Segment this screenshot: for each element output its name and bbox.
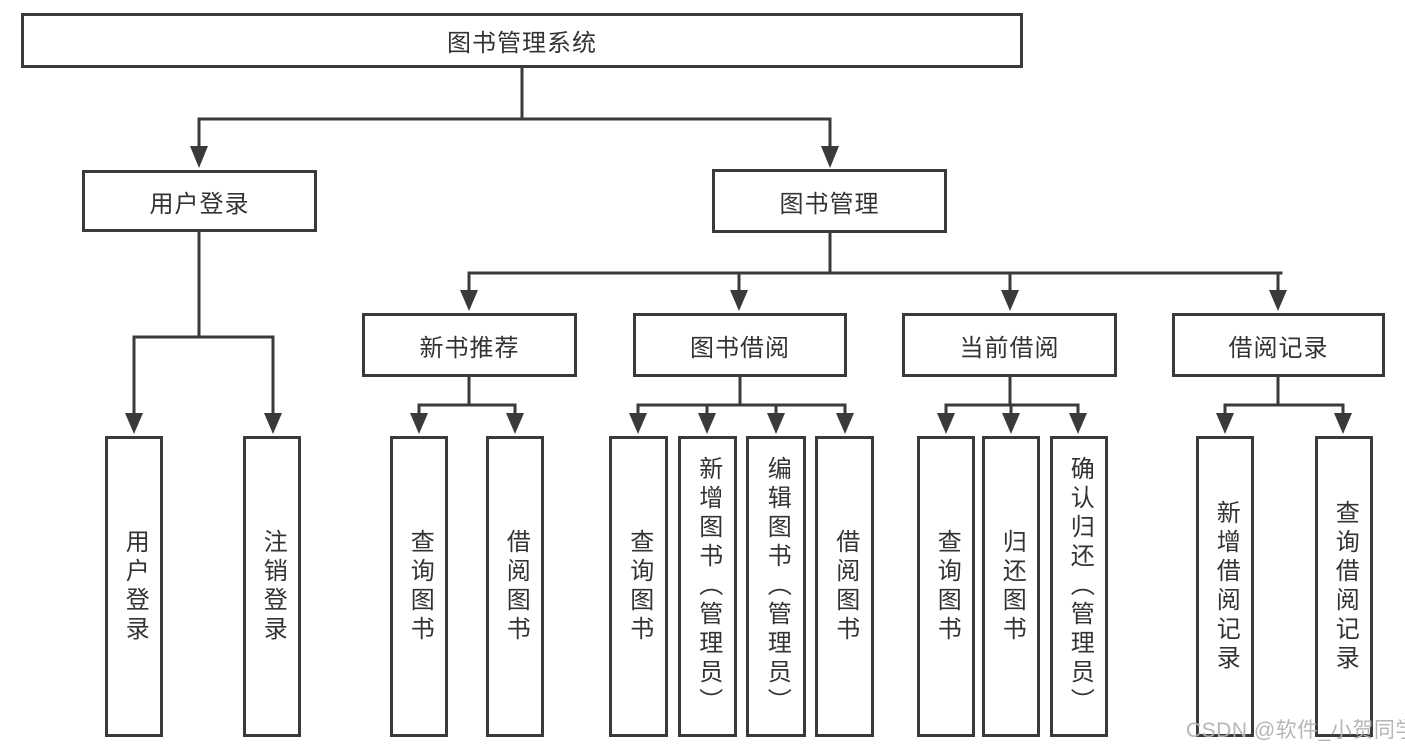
leaf-query-books-borrow-label: 查询图书 xyxy=(625,528,653,645)
leaf-borrow-books-borrow: 借阅图书 xyxy=(815,436,874,737)
leaf-return-book: 归还图书 xyxy=(982,436,1040,737)
leaf-borrow-books-recommend: 借阅图书 xyxy=(486,436,544,737)
leaf-add-borrow-record: 新增借阅记录 xyxy=(1196,436,1254,737)
node-book-management: 图书管理 xyxy=(712,169,947,233)
leaf-add-book-admin: 新增图书（管理员） xyxy=(678,436,737,737)
node-current-borrow: 当前借阅 xyxy=(902,313,1117,377)
node-borrow-records: 借阅记录 xyxy=(1172,313,1385,377)
leaf-query-borrow-record: 查询借阅记录 xyxy=(1315,436,1373,737)
leaf-user-login-label: 用户登录 xyxy=(121,528,149,645)
node-new-book-recommend: 新书推荐 xyxy=(362,313,577,377)
node-book-borrow: 图书借阅 xyxy=(633,313,847,377)
leaf-query-books-current: 查询图书 xyxy=(917,436,975,737)
leaf-edit-book-admin: 编辑图书（管理员） xyxy=(746,436,806,737)
leaf-logout: 注销登录 xyxy=(243,436,301,737)
leaf-logout-label: 注销登录 xyxy=(259,528,287,645)
leaf-query-books-recommend: 查询图书 xyxy=(390,436,448,737)
leaf-add-book-admin-label: 新增图书（管理员） xyxy=(694,456,722,717)
watermark: CSDN @软件_小贺同学 xyxy=(1186,719,1405,742)
node-user-login: 用户登录 xyxy=(82,170,317,232)
leaf-query-books-borrow: 查询图书 xyxy=(609,436,668,737)
leaf-query-books-current-label: 查询图书 xyxy=(933,528,961,645)
leaf-confirm-return-admin-label: 确认归还（管理员） xyxy=(1066,456,1094,717)
leaf-return-book-label: 归还图书 xyxy=(998,528,1026,645)
leaf-confirm-return-admin: 确认归还（管理员） xyxy=(1050,436,1108,737)
leaf-borrow-books-borrow-label: 借阅图书 xyxy=(831,528,859,645)
node-root: 图书管理系统 xyxy=(21,13,1023,68)
leaf-borrow-books-recommend-label: 借阅图书 xyxy=(502,528,530,645)
leaf-query-borrow-record-label: 查询借阅记录 xyxy=(1331,499,1359,674)
leaf-add-borrow-record-label: 新增借阅记录 xyxy=(1212,499,1240,674)
leaf-edit-book-admin-label: 编辑图书（管理员） xyxy=(763,456,791,717)
leaf-user-login: 用户登录 xyxy=(105,436,163,737)
leaf-query-books-recommend-label: 查询图书 xyxy=(406,528,434,645)
